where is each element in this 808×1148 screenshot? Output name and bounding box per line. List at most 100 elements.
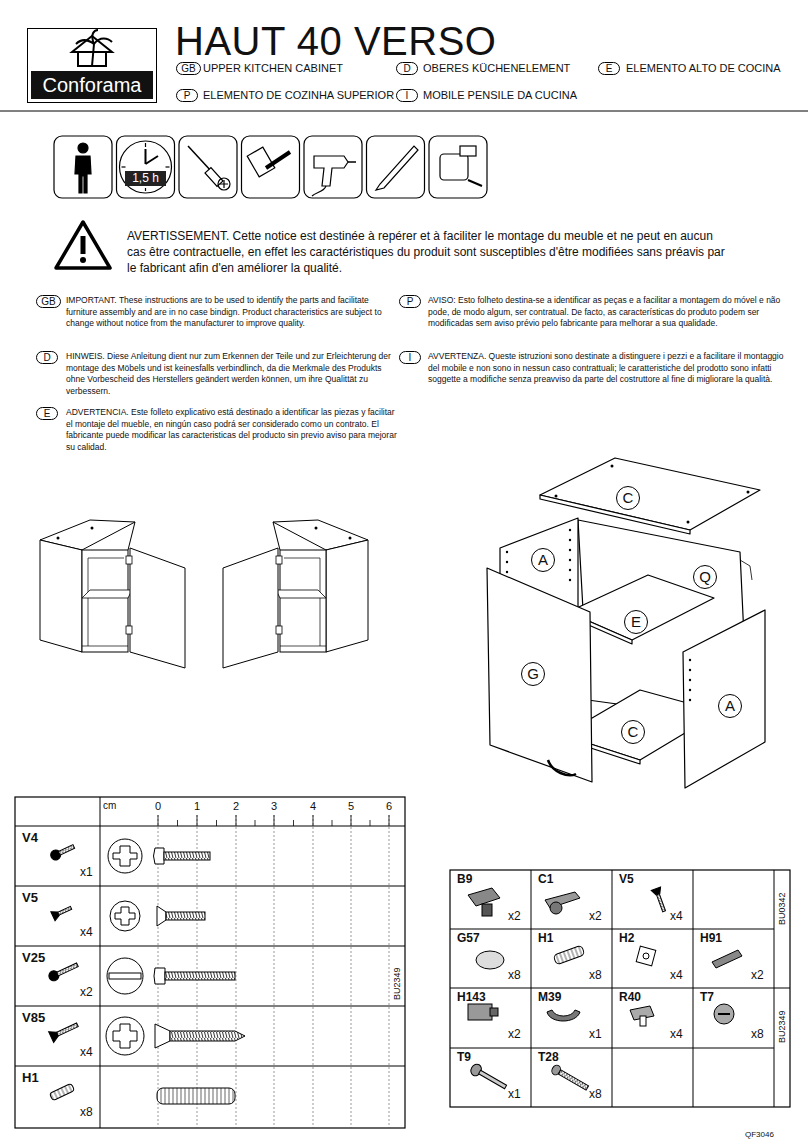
scale-number: 6: [386, 800, 392, 813]
callout-letter: Q: [694, 566, 716, 588]
brand-name: Conforama: [31, 71, 153, 99]
language-code: P: [399, 295, 421, 308]
tool-icons: [120, 141, 172, 193]
part-callout: A: [531, 548, 555, 572]
parts-table-grid: [313, 815, 314, 826]
screw-drawings: [113, 1024, 137, 1048]
tool-icons: [468, 180, 482, 186]
scale-number: 4: [310, 800, 316, 813]
part-callout: Q: [693, 565, 717, 589]
part-code: H1: [22, 1071, 39, 1086]
quantity: x4: [80, 1046, 93, 1060]
reference-code: BU2349: [777, 1010, 788, 1043]
part-icons: [718, 1013, 730, 1015]
cabinet-left-door: [223, 520, 368, 668]
parts-table-grid: [332, 820, 333, 826]
exploded-view: [555, 495, 558, 498]
parts-table-grid: [15, 1006, 405, 1007]
tool-icons: [218, 178, 230, 190]
part-code: H91: [700, 932, 722, 946]
quantity: x2: [751, 969, 764, 983]
exploded-view: [569, 549, 571, 551]
node-text: P: [177, 90, 197, 101]
language-code: GB: [36, 295, 61, 308]
scale-number: 2: [233, 800, 239, 813]
node-text: I: [400, 352, 420, 363]
scale-unit: cm: [103, 800, 116, 812]
notice-text: HINWEIS. Diese Anleitung dient nur zum E…: [66, 351, 396, 397]
exploded-view: [689, 659, 691, 661]
product-name: ELEMENTO ALTO DE COCINA: [626, 62, 781, 75]
tool-icons: [122, 166, 126, 167]
header-rule: [0, 111, 808, 112]
cabinet-right-door: [40, 520, 185, 668]
screw-drawings: [113, 846, 137, 866]
part-callout: C: [621, 720, 645, 744]
warning-text: AVERTISSEMENT. Cette notice est destinée…: [127, 228, 727, 276]
tool-icons: [145, 149, 147, 164]
exploded-view: [689, 679, 691, 681]
scale-number: 3: [271, 800, 277, 813]
notice-text: AVVERTENZA. Queste istruzioni sono desti…: [428, 351, 790, 386]
parts-table-grid: [450, 1048, 774, 1049]
quantity: x1: [80, 866, 93, 880]
language-code: E: [598, 62, 620, 75]
part-callout: E: [624, 610, 648, 634]
exploded-view: [506, 561, 508, 563]
part-icons: [468, 1004, 492, 1020]
screw-drawings: [58, 845, 74, 855]
parts-table-grid: [450, 988, 790, 989]
tool-icons: [54, 136, 112, 198]
tool-icons: [314, 156, 348, 186]
parts-table-grid: [255, 820, 256, 826]
parts-table-grid: [197, 815, 198, 826]
node-text: E: [599, 63, 619, 74]
exploded-view: [569, 569, 571, 571]
language-code: P: [176, 89, 198, 102]
parts-table-grid: [450, 929, 774, 930]
exploded-view: [487, 458, 765, 788]
part-callout: A: [718, 694, 742, 718]
quantity: x2: [589, 910, 602, 924]
part-icons: [651, 887, 669, 913]
quantity: x4: [670, 1028, 683, 1042]
parts-table-grid: [274, 815, 275, 826]
reference-code: BU0342: [777, 892, 788, 925]
language-code: E: [36, 407, 58, 420]
exploded-view: [683, 610, 765, 788]
parts-table-grid: [389, 815, 390, 1128]
part-icons: [558, 1070, 588, 1090]
parts-table-grid: [15, 1066, 405, 1067]
tool-icons: [117, 136, 175, 198]
part-code: G57: [457, 932, 480, 946]
parts-table-grid: [313, 815, 314, 1128]
callout-letter: A: [719, 695, 741, 717]
tool-icons: [440, 154, 468, 180]
part-code: V25: [22, 951, 45, 966]
screw-drawings: [166, 912, 205, 920]
screw-drawings: [165, 972, 235, 980]
node-text: D: [37, 352, 57, 363]
part-icons: [547, 1010, 580, 1021]
part-icons: [640, 1016, 646, 1026]
part-code: T28: [538, 1051, 559, 1065]
part-icons: [643, 953, 649, 959]
part-icons: [657, 894, 666, 912]
time-badge: 1,5 h: [125, 171, 166, 186]
node-text: GB: [37, 296, 60, 307]
part-code: H143: [457, 991, 486, 1005]
part-icons: [476, 951, 504, 969]
exploded-view: [689, 699, 691, 701]
warning-sign: [80, 257, 86, 263]
part-code: H1: [538, 932, 553, 946]
tool-icons: [75, 156, 91, 193]
part-icons: [550, 902, 562, 914]
quantity: x8: [508, 969, 521, 983]
tool-icons: [145, 143, 146, 147]
quantity: x4: [80, 926, 93, 940]
tool-icons: [348, 161, 356, 163]
screw-drawings: [155, 1024, 170, 1048]
parts-table-grid: [450, 870, 790, 1107]
